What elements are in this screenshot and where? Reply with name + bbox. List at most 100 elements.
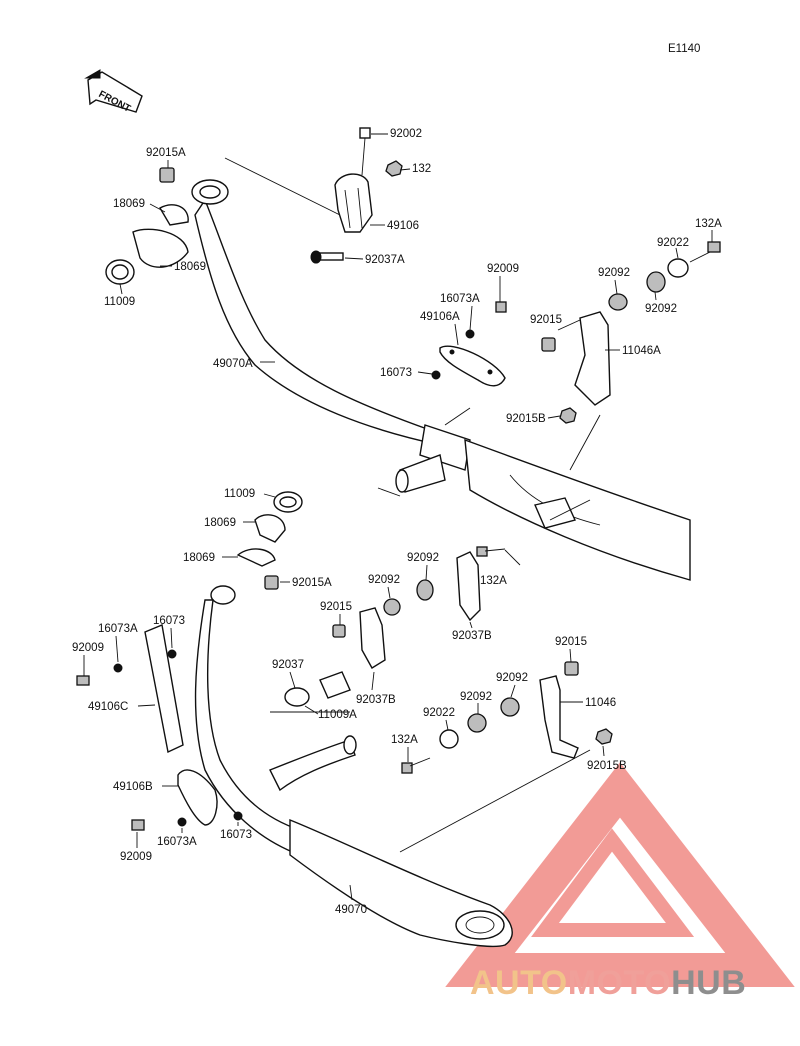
bracket-11046A <box>574 311 611 406</box>
collar-16073A-top <box>465 329 475 339</box>
callout-49070A: 49070A <box>213 358 253 370</box>
callout-92002: 92002 <box>390 128 422 140</box>
callout-16073-left: 16073 <box>153 615 185 627</box>
callout-92015B-top: 92015B <box>506 413 546 425</box>
watermark-logo: AUTOMOTOHUB <box>445 762 795 1002</box>
collar-16073-left <box>167 649 177 659</box>
callout-16073A-left: 16073A <box>98 623 138 635</box>
callout-11009A: 11009A <box>318 709 357 721</box>
plate-49106C <box>144 624 184 754</box>
callout-92092-top-b: 92092 <box>645 303 677 315</box>
bracket-mid <box>359 551 481 669</box>
muffler-49070 <box>194 585 513 948</box>
cap-92015A-mid <box>264 575 279 590</box>
callout-49070: 49070 <box>335 904 367 916</box>
collar-92022-low <box>439 729 459 749</box>
cap-92015-mid <box>332 624 346 638</box>
callout-16073-top: 16073 <box>380 367 412 379</box>
callout-18069-mid-a: 18069 <box>204 517 236 529</box>
bracket-11046 <box>539 675 579 759</box>
callout-92092-low-b: 92092 <box>460 691 492 703</box>
diagram-code: E1140 <box>668 43 700 55</box>
callout-18069-top-b: 18069 <box>174 261 206 273</box>
callout-11046A: 11046A <box>622 345 661 357</box>
callout-11009-mid: 11009 <box>224 488 255 500</box>
bolt-92002 <box>359 127 371 176</box>
callout-92015-low: 92015 <box>555 636 587 648</box>
bolt-92009-left <box>76 675 90 686</box>
callout-49106A: 49106A <box>420 311 460 323</box>
callout-132A-top: 132A <box>695 218 722 230</box>
callout-92092-mid-b: 92092 <box>368 574 400 586</box>
callout-16073-low: 16073 <box>220 829 252 841</box>
callout-18069-mid-b: 18069 <box>183 552 215 564</box>
callout-49106: 49106 <box>387 220 419 232</box>
collar-16073A-left <box>113 663 123 673</box>
cap-92015-low <box>564 661 579 676</box>
callout-leaders <box>83 133 713 901</box>
callout-92022-top: 92022 <box>657 237 689 249</box>
collar-16073A-low <box>177 817 187 827</box>
callout-11009-top: 11009 <box>104 296 135 308</box>
bolt-132A-low <box>401 757 431 774</box>
callout-labels: 92002 132 49106 92037A 92015A 18069 1806… <box>72 128 722 916</box>
callout-92015B-low: 92015B <box>587 760 627 772</box>
damper-92092-low <box>467 697 520 733</box>
damper-92092-mid <box>383 579 434 616</box>
callout-132A-low: 132A <box>391 734 418 746</box>
callout-92015A-top: 92015A <box>146 147 186 159</box>
bolt-92009-low <box>131 819 145 831</box>
bolt-132A-top <box>689 241 721 263</box>
callout-11046: 11046 <box>585 697 616 709</box>
collar-11009A <box>319 671 351 699</box>
cap-92015B-top <box>559 407 577 424</box>
muffler-49070A <box>191 179 691 581</box>
damper-92092-top <box>608 271 666 311</box>
callout-92092-mid-a: 92092 <box>407 552 439 564</box>
gasket-11009-top <box>105 259 135 285</box>
cap-92015-top <box>541 337 556 352</box>
callout-18069-top-a: 18069 <box>113 198 145 210</box>
callout-92009-low: 92009 <box>120 851 152 863</box>
callout-132: 132 <box>412 163 431 175</box>
cap-92015A-top <box>159 167 175 183</box>
callout-92037B-b: 92037B <box>356 694 396 706</box>
callout-92037A: 92037A <box>365 254 405 266</box>
callout-92015A-mid: 92015A <box>292 577 332 589</box>
callout-92022-low: 92022 <box>423 707 455 719</box>
bolt-132A-mid <box>476 546 506 557</box>
gasket-11009-mid <box>273 491 303 513</box>
clamp-92037 <box>284 687 310 707</box>
bolt-92009-top <box>495 301 507 313</box>
split-keeper-18069-mid <box>236 514 286 567</box>
clamp-49106 <box>334 173 373 233</box>
bolt-92037A <box>310 250 344 264</box>
callout-16073A-low: 16073A <box>157 836 197 848</box>
callout-132A-mid: 132A <box>480 575 507 587</box>
nut-132 <box>385 160 403 177</box>
watermark-text: AUTOMOTOHUB <box>470 964 746 1002</box>
plate-49106B <box>177 769 218 826</box>
collar-16073-low <box>233 811 243 821</box>
callout-16073A-top: 16073A <box>440 293 480 305</box>
collar-92022-top <box>667 258 689 278</box>
callout-92037: 92037 <box>272 659 304 671</box>
plate-49106A <box>439 345 506 387</box>
callout-92015-top: 92015 <box>530 314 562 326</box>
cap-92015B-low <box>595 728 613 745</box>
leader-lines-lower <box>270 549 591 853</box>
callout-49106B: 49106B <box>113 781 153 793</box>
leader-lines-upper <box>224 157 601 521</box>
callout-49106C: 49106C <box>88 701 128 713</box>
split-keeper-18069-top <box>132 204 189 268</box>
callout-92092-top-a: 92092 <box>598 267 630 279</box>
callout-92092-low-a: 92092 <box>496 672 528 684</box>
collar-16073-top <box>431 370 441 380</box>
callout-92009-top: 92009 <box>487 263 519 275</box>
callout-92015-mid: 92015 <box>320 601 352 613</box>
callout-92037B-a: 92037B <box>452 630 492 642</box>
front-arrow-icon: FRONT <box>84 69 143 115</box>
callout-92009-left: 92009 <box>72 642 104 654</box>
